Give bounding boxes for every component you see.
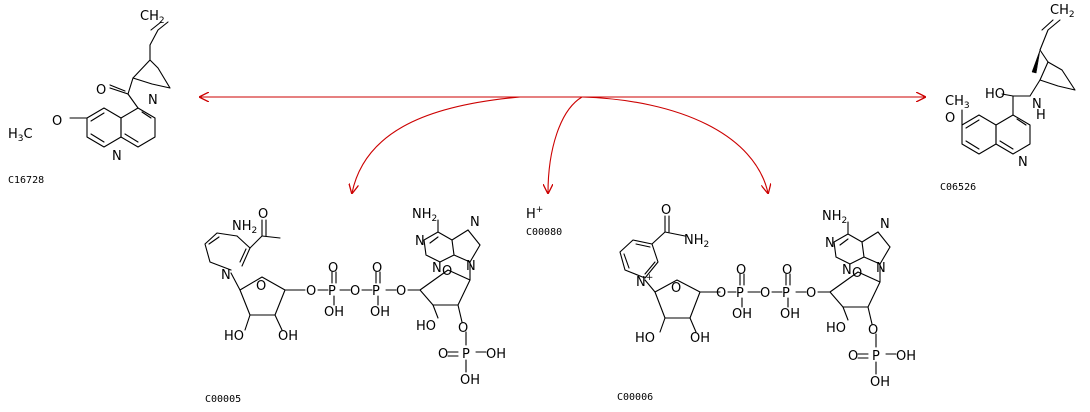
arrow-to-proton [548,96,583,193]
oh-p3-right-nadp: OH [896,349,916,364]
arrow-to-nadp [581,96,768,193]
arrow-to-nadph [352,96,521,193]
oh-nadp-1: OH [690,331,710,346]
p-nadp-1: P [736,286,744,301]
ribose-left [239,276,306,331]
adenine-nadp [833,221,891,265]
compound-c06526: HO N H CH3 O N CH2 C06526 [940,3,1076,193]
oh-p3-bottom: OH [460,373,480,388]
o-link-1: O [306,284,316,299]
compound-c00005: NH2 O N O HO OH O P O OH O P O OH O O HO… [204,207,506,405]
diphosphate-left [317,271,421,306]
compound-c00080: H+ C00080 [526,205,562,238]
amide-o-left: O [258,207,268,222]
atom-h-right: H [1036,108,1046,123]
p-nadp-3: P [872,349,880,364]
compound-id-c16728: C16728 [8,175,44,186]
ribose-o-adenosine-nadp: O [852,266,862,281]
ribose-o-adenosine-nadph: O [442,264,452,279]
atom-o-methoxy-left: O [52,114,62,129]
adenine-n-4: N [466,259,476,274]
o-link-3: O [396,284,406,299]
atom-ho-right: HO [985,87,1005,102]
compound-c00006: NH2 O N+ O HO OH O P O OH O P O OH O O H… [617,203,916,403]
ho-nadp-2: HO [826,321,846,336]
ribose-adenosine-nadp [829,263,897,375]
oh-p3-right: OH [486,347,506,362]
ribose-nadp [654,279,721,333]
ribose-o-nadp: O [671,281,681,296]
ribose-right-left [419,261,487,373]
adenine-n-nadp-4: N [876,261,886,276]
o-p2-top: O [372,261,382,276]
o-p2-top-nadp: O [782,263,792,278]
ho-nadph-1: HO [224,329,244,344]
compound-c16728: O N O H3C N CH2 C16728 [8,9,171,186]
adenine-n-3: N [470,215,480,230]
o-link-2: O [350,284,360,299]
quinoline-ring-right [961,95,1031,155]
adenine-n-nadp-1: N [825,236,835,251]
atom-o-methoxy-right: O [945,111,955,126]
adenine-n-nadp-2: N [842,263,852,278]
oh-p2: OH [370,305,390,320]
adenine-n-2: N [432,261,442,276]
amide-o-nadp: O [661,203,671,218]
atom-n-quinoline-right: N [1018,155,1028,170]
ring-nplus-nadp: N+ [636,273,653,290]
o-2p-nadp: O [868,323,878,338]
atom-n-quinoline-left: N [112,149,122,164]
methyl-group-right: CH3 [945,94,970,111]
ho-nadph-2: HO [416,319,436,334]
amide-nh2-nadp: NH2 [684,233,709,250]
oh-p1-nadp: OH [732,307,752,322]
compound-id-c00080: C00080 [526,227,562,238]
compound-id-c06526: C06526 [940,182,976,193]
vinyl-ch2-left: CH2 [140,9,165,26]
o-p3-left: O [438,347,448,362]
o-link-nadp-1: O [716,286,726,301]
reaction-arrows [200,97,925,193]
amide-nh2-left: NH2 [232,219,257,236]
p-3: P [462,347,470,362]
quinuclidine-right [1001,19,1076,97]
quinoline-ring-left [69,93,156,148]
dihydronicotinamide-ring [204,219,281,291]
oh-p3-bottom-nadp: OH [870,375,890,390]
oh-p1: OH [324,305,344,320]
quinuclidine-left [109,21,171,95]
adenine-nh2-nadph: NH2 [412,207,437,224]
methyl-group-left: H3C [8,127,33,144]
oh-p2-nadp: OH [780,307,800,322]
adenine-nh2-nadp: NH2 [822,209,847,226]
adenine-n-1: N [415,234,425,249]
oh-nadph-1: OH [278,329,298,344]
o-link-nadp-3: O [806,286,816,301]
compound-id-c00006: C00006 [617,392,653,403]
ring-n-nadph: N [221,268,231,283]
ho-nadp-1: HO [635,331,655,346]
o-p3-left-nadp: O [848,349,858,364]
ribose-o-nadph: O [256,279,266,294]
proton-formula: H+ [526,205,543,222]
atom-n-right-bridge: N [1032,97,1042,112]
adenine-n-nadp-3: N [880,217,890,232]
o-p1-top-nadp: O [736,263,746,278]
adenine-left [423,219,481,263]
p-1: P [328,284,336,299]
p-nadp-2: P [782,286,790,301]
p-2: P [372,284,380,299]
o-2p-nadph: O [458,321,468,336]
vinyl-ch2-right: CH2 [1050,3,1075,20]
diphosphate-nadp [727,273,831,308]
o-p1-top: O [328,261,338,276]
o-link-nadp-2: O [760,286,770,301]
atom-o-left: O [96,83,106,98]
atom-n-left-bridge: N [148,93,158,108]
compound-id-c00005: C00005 [205,394,241,405]
nicotinamide-ring [619,215,686,293]
